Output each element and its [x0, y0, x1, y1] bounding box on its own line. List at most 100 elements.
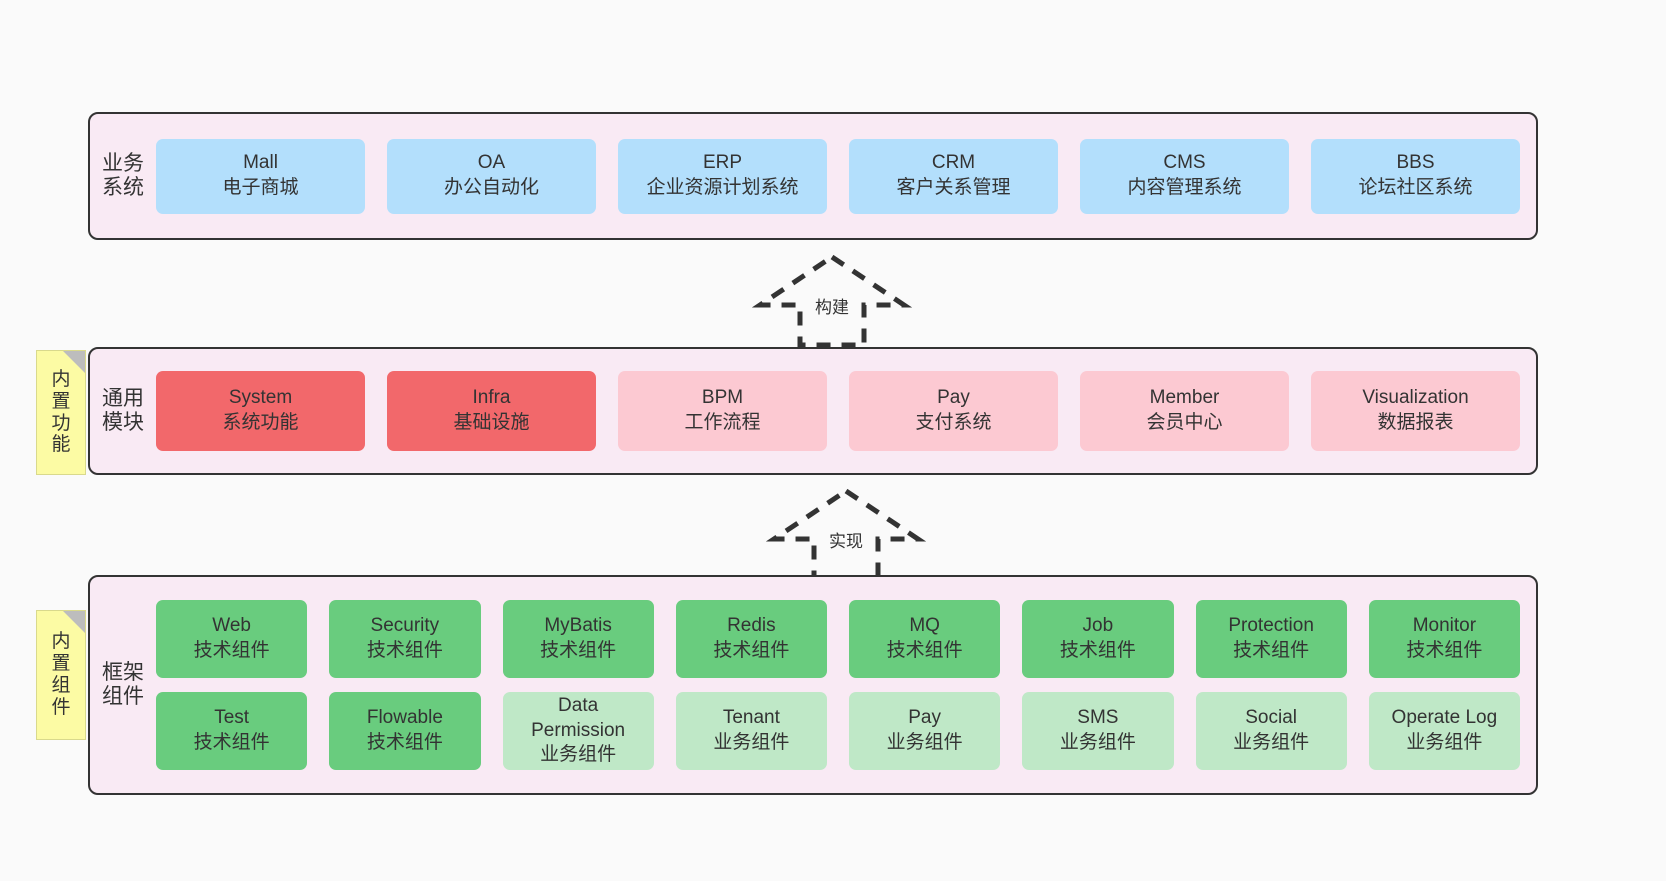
layer-business-systems: 业务系统 Mall 电子商城 OA 办公自动化 ERP 企业资源计划系统 CRM…	[88, 112, 1538, 240]
node-subtitle: 技术组件	[1233, 640, 1310, 661]
node-subtitle: 技术组件	[1406, 640, 1483, 661]
node-security[interactable]: Security 技术组件	[329, 600, 481, 678]
node-title: CRM	[931, 152, 976, 174]
node-tenant[interactable]: Tenant 业务组件	[675, 692, 827, 770]
dashed-up-arrow-icon	[765, 487, 927, 582]
node-title: Tenant	[722, 707, 780, 729]
node-title: Protection	[1228, 615, 1314, 637]
node-job[interactable]: Job 技术组件	[1022, 600, 1174, 678]
layer-title-modules: 通用模块	[102, 387, 144, 434]
node-subtitle: 业务组件	[713, 732, 790, 753]
node-mall[interactable]: Mall 电子商城	[156, 138, 365, 214]
node-subtitle: 会员中心	[1146, 412, 1223, 433]
node-subtitle: 技术组件	[193, 732, 270, 753]
node-title: Visualization	[1362, 387, 1469, 409]
layer-common-modules: 通用模块 System 系统功能 Infra 基础设施 BPM 工作流程 Pay…	[88, 347, 1538, 475]
node-subtitle: 业务组件	[1406, 732, 1483, 753]
node-title: Redis	[727, 615, 776, 637]
node-bbs[interactable]: BBS 论坛社区系统	[1311, 138, 1520, 214]
node-title: Pay	[908, 707, 941, 729]
node-infra[interactable]: Infra 基础设施	[387, 371, 596, 451]
node-title: Job	[1082, 615, 1114, 637]
node-subtitle: 技术组件	[193, 640, 270, 661]
node-data-permission[interactable]: Data Permission 业务组件	[502, 692, 654, 770]
node-web[interactable]: Web 技术组件	[156, 600, 308, 678]
node-title: System	[228, 387, 293, 409]
node-subtitle: 客户关系管理	[896, 177, 1011, 198]
node-title: Operate Log	[1391, 707, 1498, 729]
node-subtitle: 论坛社区系统	[1358, 177, 1473, 198]
node-subtitle: 基础设施	[453, 412, 530, 433]
node-row: System 系统功能 Infra 基础设施 BPM 工作流程 Pay 支付系统…	[156, 371, 1520, 451]
node-title: SMS	[1077, 707, 1119, 729]
node-title: BPM	[701, 387, 744, 409]
node-monitor[interactable]: Monitor 技术组件	[1368, 600, 1520, 678]
node-member[interactable]: Member 会员中心	[1080, 371, 1289, 451]
node-title: Pay	[937, 387, 970, 409]
node-title: Mall	[243, 152, 278, 174]
node-title: Member	[1149, 387, 1220, 409]
node-subtitle: 工作流程	[684, 412, 761, 433]
node-title: ERP	[702, 152, 743, 174]
node-test[interactable]: Test 技术组件	[156, 692, 308, 770]
node-crm[interactable]: CRM 客户关系管理	[849, 138, 1058, 214]
node-title: Security	[370, 615, 440, 637]
node-subtitle: 电子商城	[222, 177, 299, 198]
node-subtitle: 技术组件	[713, 640, 790, 661]
node-title: MyBatis	[544, 615, 612, 637]
layer-framework-node-grid: Web 技术组件 Security 技术组件 MyBatis 技术组件 Redi…	[146, 600, 1536, 770]
node-title: OA	[477, 152, 506, 174]
node-subtitle: 办公自动化	[443, 177, 539, 198]
node-title: BBS	[1396, 152, 1435, 174]
folded-corner-icon	[63, 611, 85, 633]
node-subtitle: 技术组件	[1059, 640, 1136, 661]
node-pay-module[interactable]: Pay 支付系统	[849, 371, 1058, 451]
node-subtitle: 业务组件	[540, 744, 617, 766]
arrow-build: 构建	[751, 253, 913, 348]
node-redis[interactable]: Redis 技术组件	[675, 600, 827, 678]
node-visualization[interactable]: Visualization 数据报表	[1311, 371, 1520, 451]
node-row: Test 技术组件 Flowable 技术组件 Data Permission …	[156, 692, 1520, 770]
node-subtitle: 支付系统	[915, 412, 992, 433]
node-flowable[interactable]: Flowable 技术组件	[329, 692, 481, 770]
node-oa[interactable]: OA 办公自动化	[387, 138, 596, 214]
node-title: Data Permission	[531, 694, 626, 741]
node-row: Mall 电子商城 OA 办公自动化 ERP 企业资源计划系统 CRM 客户关系…	[156, 138, 1520, 214]
node-subtitle: 业务组件	[886, 732, 963, 753]
node-cms[interactable]: CMS 内容管理系统	[1080, 138, 1289, 214]
sticky-note-label: 内置功能	[51, 368, 71, 456]
layer-title-framework: 框架组件	[102, 661, 144, 708]
node-subtitle: 系统功能	[222, 412, 299, 433]
layer-title-business: 业务系统	[102, 152, 144, 199]
sticky-note-builtin-features: 内置功能	[36, 350, 86, 475]
node-operate-log[interactable]: Operate Log 业务组件	[1368, 692, 1520, 770]
node-title: Web	[212, 615, 251, 637]
node-subtitle: 数据报表	[1377, 412, 1454, 433]
node-pay-component[interactable]: Pay 业务组件	[849, 692, 1001, 770]
node-subtitle: 业务组件	[1233, 732, 1310, 753]
node-subtitle: 业务组件	[1059, 732, 1136, 753]
node-title: Infra	[472, 387, 511, 409]
layer-framework-components: 框架组件 Web 技术组件 Security 技术组件 MyBatis 技术组件…	[88, 575, 1538, 795]
node-mybatis[interactable]: MyBatis 技术组件	[502, 600, 654, 678]
node-title: Test	[214, 707, 250, 729]
node-bpm[interactable]: BPM 工作流程	[618, 371, 827, 451]
dashed-up-arrow-icon	[751, 253, 913, 348]
layer-modules-node-grid: System 系统功能 Infra 基础设施 BPM 工作流程 Pay 支付系统…	[146, 371, 1536, 451]
node-erp[interactable]: ERP 企业资源计划系统	[618, 138, 827, 214]
node-system[interactable]: System 系统功能	[156, 371, 365, 451]
node-subtitle: 企业资源计划系统	[646, 177, 799, 198]
node-protection[interactable]: Protection 技术组件	[1195, 600, 1347, 678]
node-sms[interactable]: SMS 业务组件	[1022, 692, 1174, 770]
node-subtitle: 内容管理系统	[1127, 177, 1242, 198]
node-mq[interactable]: MQ 技术组件	[849, 600, 1001, 678]
node-title: Flowable	[366, 707, 443, 729]
node-title: Social	[1245, 707, 1297, 729]
node-title: CMS	[1163, 152, 1206, 174]
node-subtitle: 技术组件	[886, 640, 963, 661]
node-subtitle: 技术组件	[540, 640, 617, 661]
node-subtitle: 技术组件	[366, 732, 443, 753]
node-social[interactable]: Social 业务组件	[1195, 692, 1347, 770]
folded-corner-icon	[63, 351, 85, 373]
